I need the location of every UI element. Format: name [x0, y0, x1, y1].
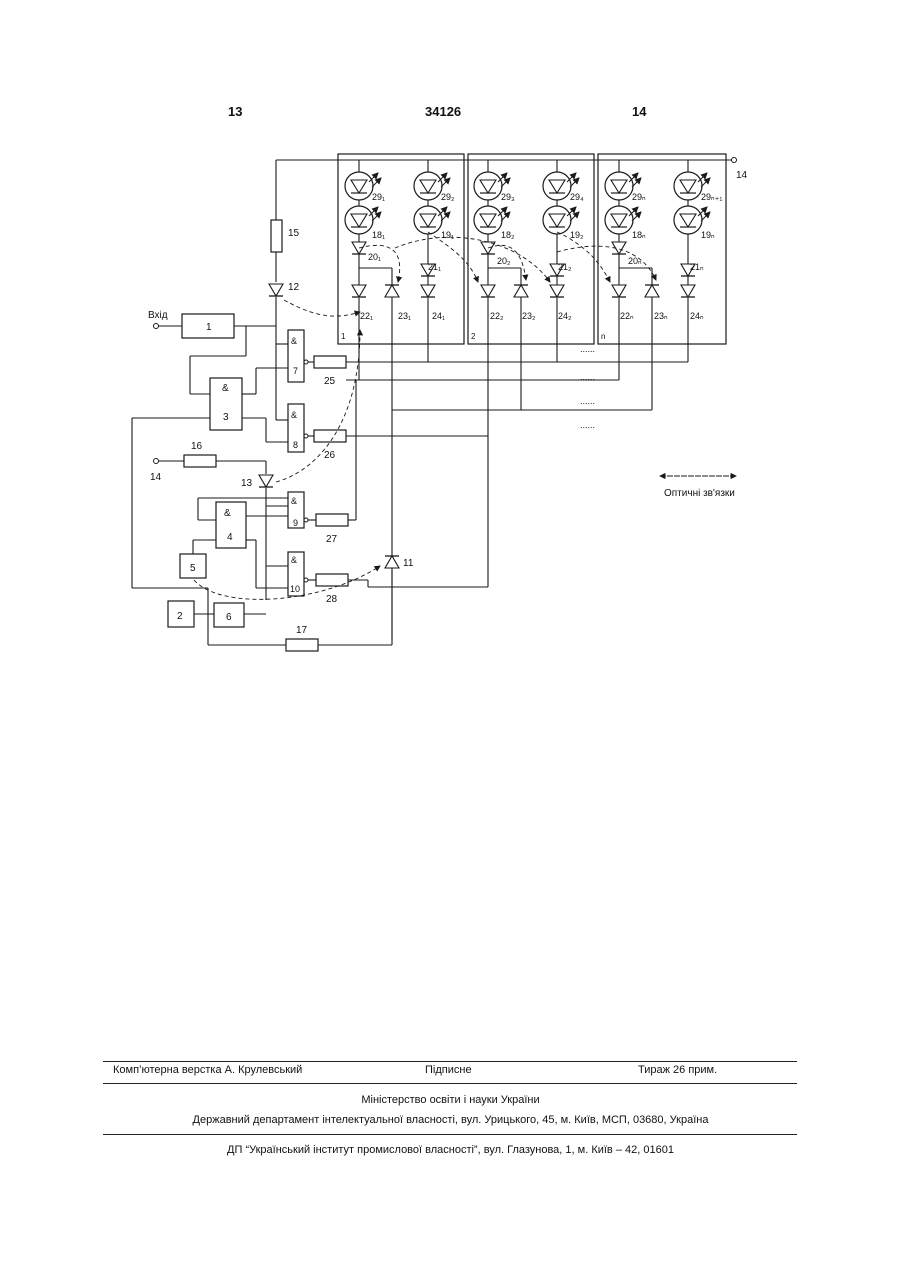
- section-1-label: 1: [341, 332, 346, 341]
- gate-9-and: &: [291, 496, 297, 506]
- input-label: Вхід: [148, 310, 168, 321]
- block-5-label: 5: [190, 563, 196, 574]
- diode-12-label: 12: [288, 282, 300, 293]
- footer-signed: Підписне: [425, 1064, 472, 1076]
- resistor-16: [184, 455, 216, 467]
- diode-20-2-label: 20₂: [497, 256, 511, 266]
- gate-9-label: 9: [293, 518, 298, 528]
- resistor-26-label: 26: [324, 450, 336, 461]
- gate-10-label: 10: [290, 584, 300, 594]
- diode-22-1-label: 22₁: [360, 311, 373, 321]
- resistor-15-label: 15: [288, 228, 300, 239]
- block-2-label: 2: [177, 611, 183, 622]
- diode-20-1-label: 20₁: [368, 252, 381, 262]
- led-29-4-label: 29₄: [570, 192, 584, 202]
- diode-23-2-label: 23₂: [522, 311, 536, 321]
- led-29-2-label: 29₂: [441, 192, 455, 202]
- diode-20-n-label: 20ₙ: [628, 256, 642, 266]
- resistor-28-label: 28: [326, 594, 338, 605]
- section-2: [474, 160, 579, 410]
- resistor-27-label: 27: [326, 534, 338, 545]
- led-19-2-label: 19₂: [570, 230, 584, 240]
- footer-department: Державний департамент інтелектуальної вл…: [0, 1114, 901, 1126]
- diode-13-label: 13: [241, 478, 253, 489]
- bus-ellipsis: ......: [580, 372, 595, 382]
- resistor-25: [314, 356, 346, 368]
- footer-circulation: Тираж 26 прим.: [638, 1064, 717, 1076]
- power-terminal-label: 14: [736, 170, 748, 181]
- diode-21-1-label: 21₁: [428, 262, 441, 272]
- footer-ministry: Міністерство освіти і науки України: [0, 1094, 901, 1106]
- led-29-n1-label: 29ₙ₊₁: [701, 192, 722, 202]
- gate-10-and: &: [291, 555, 297, 565]
- resistor-25-label: 25: [324, 376, 336, 387]
- diode-23-n-label: 23ₙ: [654, 311, 668, 321]
- resistor-17-label: 17: [296, 625, 308, 636]
- diode-21-n-label: 21ₙ: [690, 262, 704, 272]
- gate-8-label: 8: [293, 440, 298, 450]
- footer-divider: [103, 1083, 797, 1084]
- led-29-3-label: 29₃: [501, 192, 515, 202]
- led-18-2-label: 18₂: [501, 230, 515, 240]
- diode-11-label: 11: [403, 558, 414, 569]
- led-19-1-label: 19₁: [441, 230, 454, 240]
- gate-7-and: &: [291, 336, 297, 346]
- block-3-label: 3: [223, 412, 229, 423]
- gate-7-label: 7: [293, 366, 298, 376]
- resistor-15: [271, 220, 282, 252]
- led-18-n-label: 18ₙ: [632, 230, 646, 240]
- footer-divider: [103, 1134, 797, 1135]
- bus-ellipsis: ......: [580, 420, 595, 430]
- resistor-27: [316, 514, 348, 526]
- diode-23-1-label: 23₁: [398, 311, 411, 321]
- legend-optical-links: Оптичні зв'язки: [664, 488, 735, 499]
- resistor-17: [286, 639, 318, 651]
- diode-24-n-label: 24ₙ: [690, 311, 704, 321]
- led-29-1-label: 29₁: [372, 192, 385, 202]
- led-19-n-label: 19ₙ: [701, 230, 715, 240]
- circuit-diagram: ...... ...... ...... ...... Вхід 14 14 О…: [0, 0, 901, 700]
- diode-24-2-label: 24₂: [558, 311, 572, 321]
- block-3-and: &: [222, 383, 229, 394]
- section-2-label: 2: [471, 332, 476, 341]
- block-4-and: &: [224, 508, 231, 519]
- diode-22-2-label: 22₂: [490, 311, 504, 321]
- block-1-label: 1: [206, 322, 212, 333]
- input-14-label: 14: [150, 472, 162, 483]
- resistor-16-label: 16: [191, 441, 203, 452]
- block-4-label: 4: [227, 532, 233, 543]
- section-n-label: n: [601, 332, 605, 341]
- bus-ellipsis: ......: [580, 344, 595, 354]
- resistor-26: [314, 430, 346, 442]
- diode-22-n-label: 22ₙ: [620, 311, 634, 321]
- gate-8-and: &: [291, 410, 297, 420]
- footer-institute: ДП “Український інститут промислової вла…: [0, 1144, 901, 1156]
- footer-divider: [103, 1061, 797, 1062]
- footer-typesetting: Комп’ютерна верстка А. Крулевський: [113, 1064, 302, 1076]
- block-6-label: 6: [226, 612, 232, 623]
- diode-21-2-label: 21₂: [558, 262, 572, 272]
- diode-24-1-label: 24₁: [432, 311, 445, 321]
- section-n: [605, 160, 710, 410]
- led-29-n-label: 29ₙ: [632, 192, 646, 202]
- bus-ellipsis: ......: [580, 396, 595, 406]
- led-18-1-label: 18₁: [372, 230, 385, 240]
